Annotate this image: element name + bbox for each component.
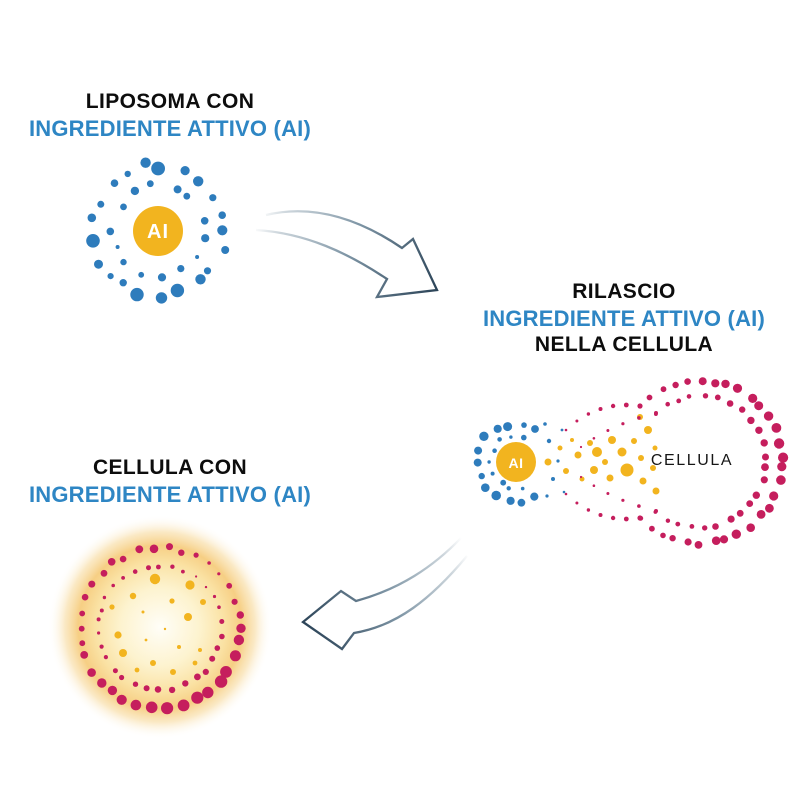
liposome-dots [86, 157, 230, 304]
step3-title-line1: CELLULA CON [92, 456, 248, 479]
step3-title: CELLULA CON INGREDIENTE ATTIVO (AI) [0, 455, 340, 508]
step1-title-line2: INGREDIENTE ATTIVO (AI) [28, 116, 312, 141]
target-cell-dots [564, 377, 789, 549]
release-liposome-dots [473, 422, 566, 507]
curved-arrow-down-right-icon [255, 210, 439, 299]
step2-title-line1: RILASCIO [572, 280, 676, 303]
release-core-label: AI [509, 455, 524, 471]
step1-title: LIPOSOMA CON INGREDIENTE ATTIVO (AI) [0, 89, 340, 142]
curved-arrow-down-left-icon [301, 537, 468, 651]
release-core [496, 442, 536, 482]
step3-title-line2: INGREDIENTE ATTIVO (AI) [28, 482, 312, 507]
target-cell-label: CELLULA [651, 452, 733, 469]
step1-title-line1: LIPOSOMA CON [85, 90, 255, 113]
liposome-core [133, 206, 183, 256]
loaded-cell-dots [78, 543, 246, 715]
step2-title: RILASCIO INGREDIENTE ATTIVO (AI) NELLA C… [444, 279, 800, 358]
liposome-core-label: AI [147, 221, 169, 243]
release-stream-dots [544, 414, 660, 495]
step2-title-line3: NELLA CELLULA [534, 333, 714, 356]
step2-title-line2: INGREDIENTE ATTIVO (AI) [482, 306, 766, 331]
